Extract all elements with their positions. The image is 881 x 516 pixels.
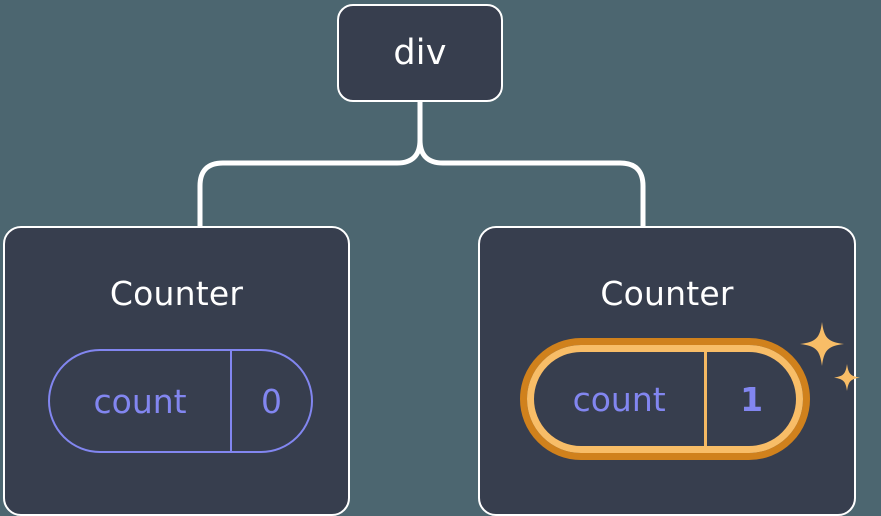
state-pill-left-body: count 0 bbox=[48, 349, 313, 453]
node-counter-right-title: Counter bbox=[600, 274, 734, 313]
connector-left-branch bbox=[197, 99, 423, 229]
state-key-right: count bbox=[572, 379, 666, 419]
state-pill-right-outer-ring: count 1 bbox=[520, 338, 810, 460]
node-div-label: div bbox=[393, 32, 447, 73]
diagram-canvas: div Counter count 0 Counter count 1 bbox=[3, 4, 860, 516]
state-value-right: 1 bbox=[740, 379, 764, 419]
state-pill-right[interactable]: count 1 bbox=[520, 338, 810, 460]
sparkle-small-icon bbox=[834, 364, 860, 391]
state-key-left: count bbox=[93, 381, 187, 421]
node-counter-right[interactable]: Counter count 1 bbox=[478, 226, 860, 516]
state-pill-left[interactable]: count 0 bbox=[48, 349, 313, 453]
node-counter-left-title: Counter bbox=[109, 274, 244, 313]
state-pill-right-inner-ring: count 1 bbox=[527, 345, 803, 453]
node-counter-left[interactable]: Counter count 0 bbox=[3, 226, 350, 516]
connector-right-branch bbox=[417, 99, 646, 229]
state-pill-divider-right bbox=[704, 352, 708, 446]
state-pill-divider-left bbox=[230, 351, 233, 451]
state-value-left: 0 bbox=[261, 381, 283, 421]
node-div[interactable]: div bbox=[337, 4, 503, 102]
